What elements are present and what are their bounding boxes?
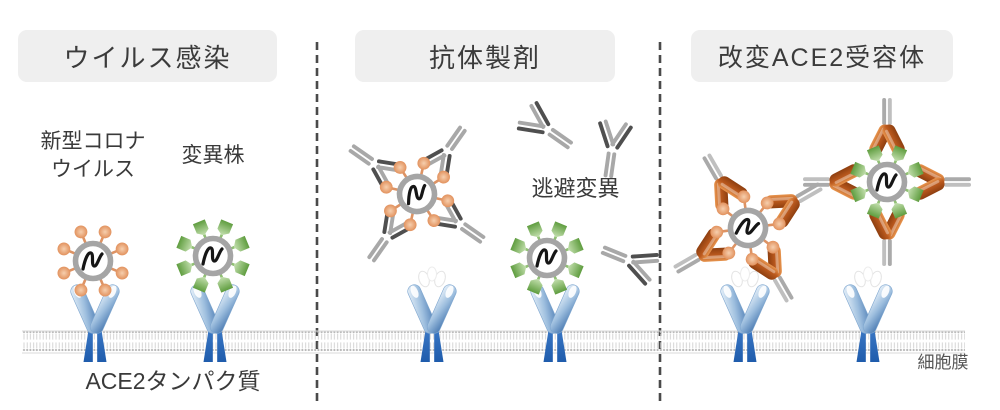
antibody-icon — [590, 118, 634, 180]
antibody-icon — [595, 233, 662, 288]
drug-neutralized-virus-complex — [658, 138, 838, 318]
coronavirus-icon — [56, 224, 131, 299]
label-novel-coronavirus-line1: 新型コロナ — [40, 130, 146, 153]
label-variant-strain: 変異株 — [181, 144, 245, 167]
label-ace2-protein: ACE2タンパク質 — [85, 368, 261, 394]
cell-membrane-bilayer-icon — [22, 330, 965, 354]
drug-neutralized-variant-complex — [803, 98, 971, 266]
escaped-variant-virus-icon — [510, 221, 583, 294]
label-cell-membrane: 細胞膜 — [917, 353, 969, 372]
label-novel-coronavirus-line2: ウイルス — [51, 157, 135, 181]
panel-title-antibody-drug: 抗体製剤 — [355, 30, 615, 82]
variant-virus-icon — [176, 219, 249, 292]
antibody-neutralized-virus-complex — [336, 113, 498, 275]
panel-title-modified-ace2: 改変ACE2受容体 — [691, 30, 953, 82]
label-novel-coronavirus: 新型コロナ ウイルス — [18, 128, 168, 183]
label-escape-mutation: 逃避変異 — [531, 176, 620, 201]
panel-title-virus-infection: ウイルス感染 — [18, 30, 277, 82]
antibody-icon — [513, 98, 581, 161]
